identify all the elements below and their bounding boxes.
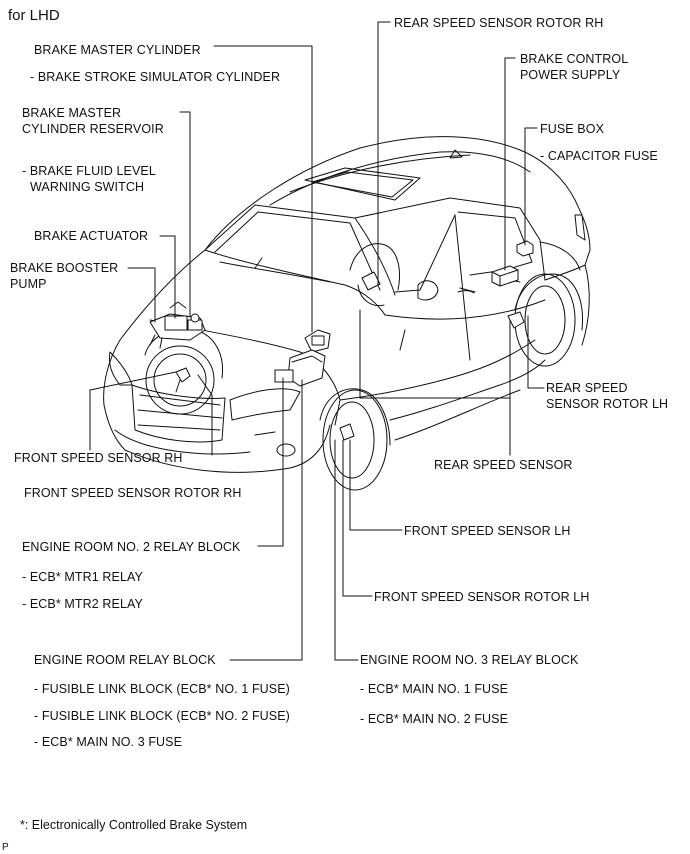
label-front-speed-sensor-rh: FRONT SPEED SENSOR RH [14, 451, 183, 465]
label-fusible-link-2: - FUSIBLE LINK BLOCK (ECB* NO. 2 FUSE) [34, 709, 290, 723]
label-front-speed-sensor-rotor-rh: FRONT SPEED SENSOR ROTOR RH [24, 486, 242, 500]
label-brake-control-power-line1: BRAKE CONTROL [520, 52, 629, 66]
label-rear-speed-sensor-rotor-lh-line1: REAR SPEED [546, 381, 628, 395]
label-ecb-mtr2-relay: - ECB* MTR2 RELAY [22, 597, 143, 611]
label-rear-speed-sensor: REAR SPEED SENSOR [434, 458, 573, 472]
label-brake-fluid-switch-line2: WARNING SWITCH [30, 180, 145, 194]
vehicle-outline [103, 136, 591, 491]
label-brake-master-reservoir-line1: BRAKE MASTER [22, 106, 122, 120]
label-fuse-box: FUSE BOX [540, 122, 605, 136]
label-front-speed-sensor-rotor-lh: FRONT SPEED SENSOR ROTOR LH [374, 590, 590, 604]
label-brake-booster-line1: BRAKE BOOSTER [10, 261, 119, 275]
label-front-speed-sensor-lh: FRONT SPEED SENSOR LH [404, 524, 571, 538]
label-ecb-main-no3: - ECB* MAIN NO. 3 FUSE [34, 735, 183, 749]
front-speed-sensor-lh-part [339, 423, 355, 441]
label-ecb-mtr1-relay: - ECB* MTR1 RELAY [22, 570, 143, 584]
page-title: for LHD [8, 7, 60, 24]
label-brake-control-power-line2: POWER SUPPLY [520, 68, 621, 82]
label-brake-booster-line2: PUMP [10, 277, 47, 291]
label-brake-actuator: BRAKE ACTUATOR [34, 229, 149, 243]
fuse-box-part [516, 240, 534, 257]
label-rear-speed-sensor-rotor-lh-line2: SENSOR ROTOR LH [546, 397, 669, 411]
rear-speed-sensor-rh-part [361, 271, 381, 291]
corner-mark: P [2, 842, 9, 853]
brake-control-power-supply-part [491, 265, 519, 287]
leader-lines [89, 21, 545, 661]
label-brake-fluid-switch-line1: - BRAKE FLUID LEVEL [22, 164, 156, 178]
label-brake-master-reservoir-line2: CYLINDER RESERVOIR [22, 122, 164, 136]
label-capacitor-fuse: - CAPACITOR FUSE [540, 149, 658, 163]
brake-actuator-assembly [149, 301, 206, 349]
label-ecb-main-no1: - ECB* MAIN NO. 1 FUSE [360, 682, 509, 696]
label-engine-room-relay-block: ENGINE ROOM RELAY BLOCK [34, 653, 216, 667]
label-engine-room-no2-relay-block: ENGINE ROOM NO. 2 RELAY BLOCK [22, 540, 241, 554]
engine-room-relay-block-part [274, 349, 326, 387]
label-brake-master-cylinder: BRAKE MASTER CYLINDER [34, 43, 201, 57]
label-rear-speed-sensor-rotor-rh: REAR SPEED SENSOR ROTOR RH [394, 16, 604, 30]
label-engine-room-no3-relay-block: ENGINE ROOM NO. 3 RELAY BLOCK [360, 653, 579, 667]
label-ecb-main-no2: - ECB* MAIN NO. 2 FUSE [360, 712, 509, 726]
label-brake-stroke-simulator: - BRAKE STROKE SIMULATOR CYLINDER [30, 70, 281, 84]
brake-master-cylinder-part [304, 329, 331, 353]
label-fusible-link-1: - FUSIBLE LINK BLOCK (ECB* NO. 1 FUSE) [34, 682, 290, 696]
rear-speed-sensor-lh-part [507, 311, 525, 329]
footnote: *: Electronically Controlled Brake Syste… [20, 818, 248, 832]
front-speed-sensor-rh-part [175, 367, 191, 393]
